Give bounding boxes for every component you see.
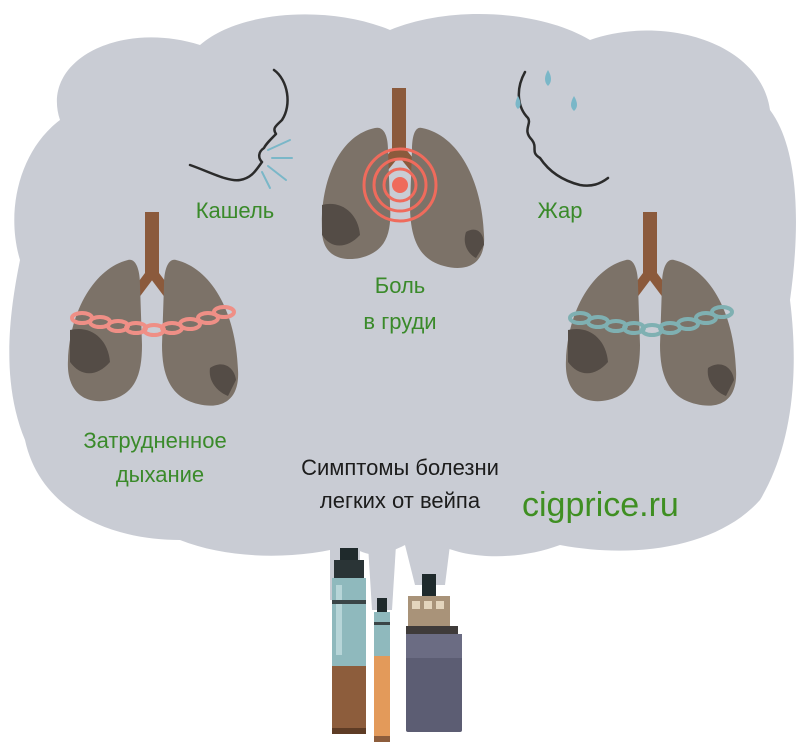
pain-rings-icon — [362, 147, 438, 223]
brand-watermark: cigprice.ru — [522, 486, 679, 524]
lungs-left-icon — [67, 212, 239, 406]
lungs-right-icon — [565, 212, 737, 406]
chain-teal-icon — [568, 305, 734, 337]
breathing-label-line2: дыхание — [115, 462, 205, 487]
sweat-drops-icon — [515, 70, 577, 111]
coughing-face-icon — [188, 68, 289, 182]
title-line2: легких от вейпа — [319, 488, 481, 513]
chest-pain-label-line2: в груди — [363, 309, 437, 334]
cough-label: Кашель — [195, 198, 275, 223]
sweating-face-icon — [517, 70, 610, 187]
cough-puff-icon — [261, 139, 293, 189]
vapor-cloud — [9, 13, 796, 610]
box-mod-icon — [406, 574, 462, 732]
title-line1: Симптомы болезни — [301, 455, 499, 480]
chain-pink-icon — [70, 305, 236, 337]
breathing-label-line1: Затрудненное — [83, 428, 227, 453]
vape-pen-small-icon — [374, 598, 390, 742]
fever-label: Жар — [537, 198, 583, 223]
chest-pain-label-line1: Боль — [374, 273, 426, 298]
vape-pen-large-icon — [332, 548, 366, 734]
